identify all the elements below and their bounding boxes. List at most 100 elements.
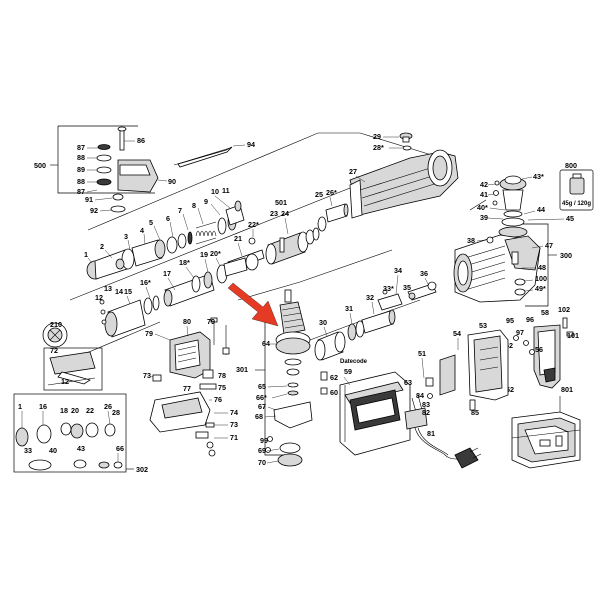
label-22: 22* bbox=[248, 220, 259, 229]
label-53: 53 bbox=[479, 321, 487, 330]
label-94: 94 bbox=[247, 140, 255, 149]
label-99: 99 bbox=[260, 436, 268, 445]
label-73a: 73 bbox=[143, 371, 151, 380]
label-8: 8 bbox=[192, 201, 196, 210]
label-82: 82 bbox=[422, 408, 430, 417]
trigger-switch bbox=[42, 322, 103, 391]
label-88b: 88 bbox=[77, 177, 85, 186]
label-43: 43* bbox=[533, 172, 544, 181]
label-1: 1 bbox=[84, 250, 88, 259]
chisel-attachment bbox=[96, 126, 233, 213]
label-90: 90 bbox=[168, 177, 176, 186]
label-45: 45 bbox=[566, 214, 574, 223]
grease-box-text: 45g / 120g bbox=[562, 201, 591, 207]
label-89: 89 bbox=[77, 165, 85, 174]
group-300-bracket: 300 bbox=[521, 223, 572, 307]
label-27: 27 bbox=[349, 167, 357, 176]
carry-case bbox=[511, 396, 581, 469]
field-stator-80 bbox=[169, 317, 230, 379]
label-91: 91 bbox=[85, 195, 93, 204]
label-83: 83 bbox=[422, 400, 430, 409]
gear-housing-27 bbox=[349, 149, 459, 219]
label-74: 74 bbox=[230, 408, 238, 417]
label-47: 47 bbox=[545, 241, 553, 250]
rear-handle-53 bbox=[467, 329, 509, 401]
brush-cap-assembly bbox=[492, 175, 528, 238]
label-92: 92 bbox=[90, 206, 98, 215]
label-29: 29 bbox=[373, 132, 381, 141]
grease-box-number: 800 bbox=[565, 161, 577, 170]
label-81: 81 bbox=[427, 429, 435, 438]
label-33: 33* bbox=[383, 284, 394, 293]
group-301-label: 301 bbox=[236, 365, 248, 374]
label-39: 39 bbox=[480, 213, 488, 222]
label-41: 41 bbox=[480, 190, 488, 199]
label-b43: 43 bbox=[77, 444, 85, 453]
label-40: 40* bbox=[477, 203, 488, 212]
label-16: 16* bbox=[140, 278, 151, 287]
label-26: 26* bbox=[326, 188, 337, 197]
label-23: 23 bbox=[270, 209, 278, 218]
label-80: 80 bbox=[183, 317, 191, 326]
label-b66: 66 bbox=[116, 444, 124, 453]
label-b26: 26 bbox=[104, 402, 112, 411]
label-3: 3 bbox=[124, 232, 128, 241]
label-501: 501 bbox=[275, 198, 287, 207]
label-71: 71 bbox=[230, 433, 238, 442]
label-31: 31 bbox=[345, 304, 353, 313]
label-102: 102 bbox=[558, 305, 570, 314]
label-7: 7 bbox=[178, 206, 182, 215]
label-b22: 22 bbox=[86, 406, 94, 415]
label-86: 86 bbox=[137, 136, 145, 145]
label-76: 76 bbox=[214, 395, 222, 404]
armature-assembly bbox=[265, 289, 313, 467]
label-77: 77 bbox=[183, 384, 191, 393]
label-30: 30 bbox=[319, 318, 327, 327]
label-68: 68 bbox=[255, 412, 263, 421]
label-b20: 20 bbox=[71, 406, 79, 415]
lower-shaft-assembly bbox=[99, 253, 259, 338]
label-38: 38 bbox=[467, 236, 475, 245]
label-801: 801 bbox=[561, 385, 573, 394]
label-49: 49* bbox=[535, 284, 546, 293]
label-60: 60 bbox=[330, 388, 338, 397]
label-85: 85 bbox=[471, 408, 479, 417]
label-11: 11 bbox=[222, 186, 230, 195]
label-48: 48 bbox=[538, 263, 546, 272]
label-210: 210 bbox=[50, 320, 62, 329]
label-25: 25 bbox=[315, 190, 323, 199]
label-9: 9 bbox=[204, 197, 208, 206]
label-96: 96 bbox=[526, 315, 534, 324]
label-12b: 12 bbox=[61, 377, 69, 386]
label-b40: 40 bbox=[49, 446, 57, 455]
label-75: 75 bbox=[218, 383, 226, 392]
label-32: 32 bbox=[366, 293, 374, 302]
label-5: 5 bbox=[149, 218, 153, 227]
label-52a: 52 bbox=[505, 341, 513, 350]
label-54: 54 bbox=[453, 329, 461, 338]
label-72: 72 bbox=[50, 346, 58, 355]
label-18: 18* bbox=[179, 258, 190, 267]
cap-29 bbox=[399, 132, 413, 151]
group-302-bracket: 302 bbox=[13, 393, 148, 474]
label-6: 6 bbox=[166, 214, 170, 223]
highlight-arrow bbox=[227, 282, 279, 327]
label-73b: 73 bbox=[230, 420, 238, 429]
bottom-parts-set bbox=[15, 422, 123, 471]
label-87: 87 bbox=[77, 143, 85, 152]
label-28: 28* bbox=[373, 143, 384, 152]
label-12: 12 bbox=[95, 293, 103, 302]
group-500-bracket: 500 bbox=[34, 125, 155, 194]
label-70: 70 bbox=[258, 458, 266, 467]
group-302-label: 302 bbox=[136, 465, 148, 474]
label-24: 24 bbox=[281, 209, 289, 218]
piston-assembly bbox=[314, 281, 437, 361]
label-63: 63 bbox=[404, 378, 412, 387]
label-88a: 88 bbox=[77, 153, 85, 162]
label-b28: 28 bbox=[112, 408, 120, 417]
label-20: 20* bbox=[210, 249, 221, 258]
label-101: 101 bbox=[567, 331, 579, 340]
label-79a: 79 bbox=[145, 329, 153, 338]
group-500-label: 500 bbox=[34, 161, 46, 170]
